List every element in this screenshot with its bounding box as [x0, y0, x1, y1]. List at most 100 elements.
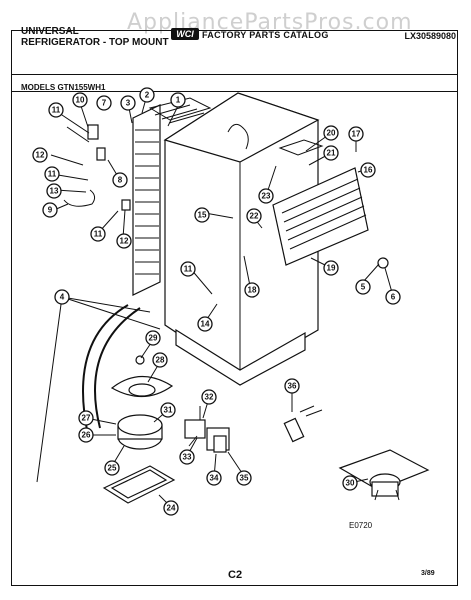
brand-line-2: REFRIGERATOR - TOP MOUNT [21, 37, 169, 48]
svg-text:11: 11 [52, 106, 61, 115]
callout-19: 19 [323, 260, 339, 276]
svg-text:34: 34 [210, 474, 219, 483]
callout-6: 6 [385, 289, 401, 305]
document-number: LX30589080 [404, 31, 456, 41]
svg-text:12: 12 [36, 151, 45, 160]
relay-assembly [184, 406, 230, 453]
svg-text:33: 33 [183, 453, 192, 462]
date-label: 3/89 [421, 570, 435, 577]
callout-27: 27 [78, 410, 94, 426]
callout-7: 7 [96, 95, 112, 111]
callout-20: 20 [323, 125, 339, 141]
svg-text:7: 7 [102, 99, 107, 108]
callout-11b: 11 [44, 166, 60, 182]
svg-text:9: 9 [48, 206, 53, 215]
svg-text:21: 21 [327, 149, 336, 158]
svg-text:24: 24 [167, 504, 176, 513]
callout-15: 15 [194, 207, 210, 223]
callout-25: 25 [104, 460, 120, 476]
svg-text:2: 2 [145, 91, 150, 100]
svg-text:16: 16 [364, 166, 373, 175]
callout-24: 24 [163, 500, 179, 516]
callout-1: 1 [170, 92, 186, 108]
models-rule [11, 91, 458, 92]
svg-text:19: 19 [327, 264, 336, 273]
svg-text:36: 36 [288, 382, 297, 391]
callout-13: 13 [46, 183, 62, 199]
callout-31: 31 [160, 402, 176, 418]
evaporator [272, 139, 369, 266]
callout-12a: 12 [32, 147, 48, 163]
callout-22: 22 [246, 208, 262, 224]
svg-text:15: 15 [198, 211, 207, 220]
svg-text:11: 11 [48, 170, 57, 179]
svg-text:32: 32 [205, 393, 214, 402]
svg-text:17: 17 [352, 130, 361, 139]
svg-text:18: 18 [248, 286, 257, 295]
svg-text:31: 31 [164, 406, 173, 415]
compressor [102, 414, 176, 504]
condenser-fan-motor [338, 449, 430, 501]
svg-text:10: 10 [76, 96, 85, 105]
svg-text:6: 6 [391, 293, 396, 302]
defrost-component [283, 405, 323, 443]
callout-36: 36 [284, 378, 300, 394]
svg-text:28: 28 [156, 356, 165, 365]
header-rule [11, 74, 458, 75]
brand-line-1: UNIVERSAL [21, 26, 79, 37]
svg-text:25: 25 [108, 464, 117, 473]
callout-10: 10 [72, 92, 88, 108]
callout-2: 2 [139, 87, 155, 103]
callout-29: 29 [145, 330, 161, 346]
callout-21: 21 [323, 145, 339, 161]
callout-12b: 12 [116, 233, 132, 249]
callout-4: 4 [54, 289, 70, 305]
callout-34: 34 [206, 470, 222, 486]
brand-title: UNIVERSAL REFRIGERATOR - TOP MOUNT [21, 26, 169, 48]
callout-18: 18 [244, 282, 260, 298]
catalog-title: FACTORY PARTS CATALOG [202, 30, 329, 40]
svg-text:11: 11 [184, 265, 193, 274]
control-parts [63, 124, 389, 269]
svg-text:1: 1 [176, 96, 181, 105]
svg-text:35: 35 [240, 474, 249, 483]
wci-logo: WCI [171, 28, 199, 40]
drain-tube-outer [94, 307, 141, 429]
svg-text:22: 22 [250, 212, 259, 221]
diagram-frame [11, 30, 458, 586]
svg-text:20: 20 [327, 129, 336, 138]
svg-text:29: 29 [149, 334, 158, 343]
callout-32: 32 [201, 389, 217, 405]
svg-text:11: 11 [94, 230, 103, 239]
svg-text:13: 13 [50, 187, 59, 196]
callout-35: 35 [236, 470, 252, 486]
svg-text:5: 5 [361, 283, 366, 292]
callout-11a: 11 [48, 102, 64, 118]
svg-text:3: 3 [126, 99, 131, 108]
svg-text:8: 8 [118, 176, 123, 185]
models-label: MODELS GTN155WH1 [21, 83, 106, 92]
svg-text:12: 12 [120, 237, 129, 246]
callout-23: 23 [258, 188, 274, 204]
callout-11d: 11 [180, 261, 196, 277]
refrigerator-cabinet [163, 92, 320, 386]
callout-labels: 1 2 3 4 5 6 7 8 9 10 11 11 11 11 12 12 1… [32, 87, 401, 516]
callout-26: 26 [78, 427, 94, 443]
callout-11c: 11 [90, 226, 106, 242]
callout-9: 9 [42, 202, 58, 218]
callout-5: 5 [355, 279, 371, 295]
svg-text:30: 30 [346, 479, 355, 488]
callout-28: 28 [152, 352, 168, 368]
callout-33: 33 [179, 449, 195, 465]
callout-16: 16 [360, 162, 376, 178]
svg-text:14: 14 [201, 320, 210, 329]
callout-3: 3 [120, 95, 136, 111]
svg-text:23: 23 [262, 192, 271, 201]
callout-14: 14 [197, 316, 213, 332]
svg-text:26: 26 [82, 431, 91, 440]
figure-code: E0720 [349, 521, 373, 530]
drain-pan [110, 355, 174, 398]
callout-8: 8 [112, 172, 128, 188]
